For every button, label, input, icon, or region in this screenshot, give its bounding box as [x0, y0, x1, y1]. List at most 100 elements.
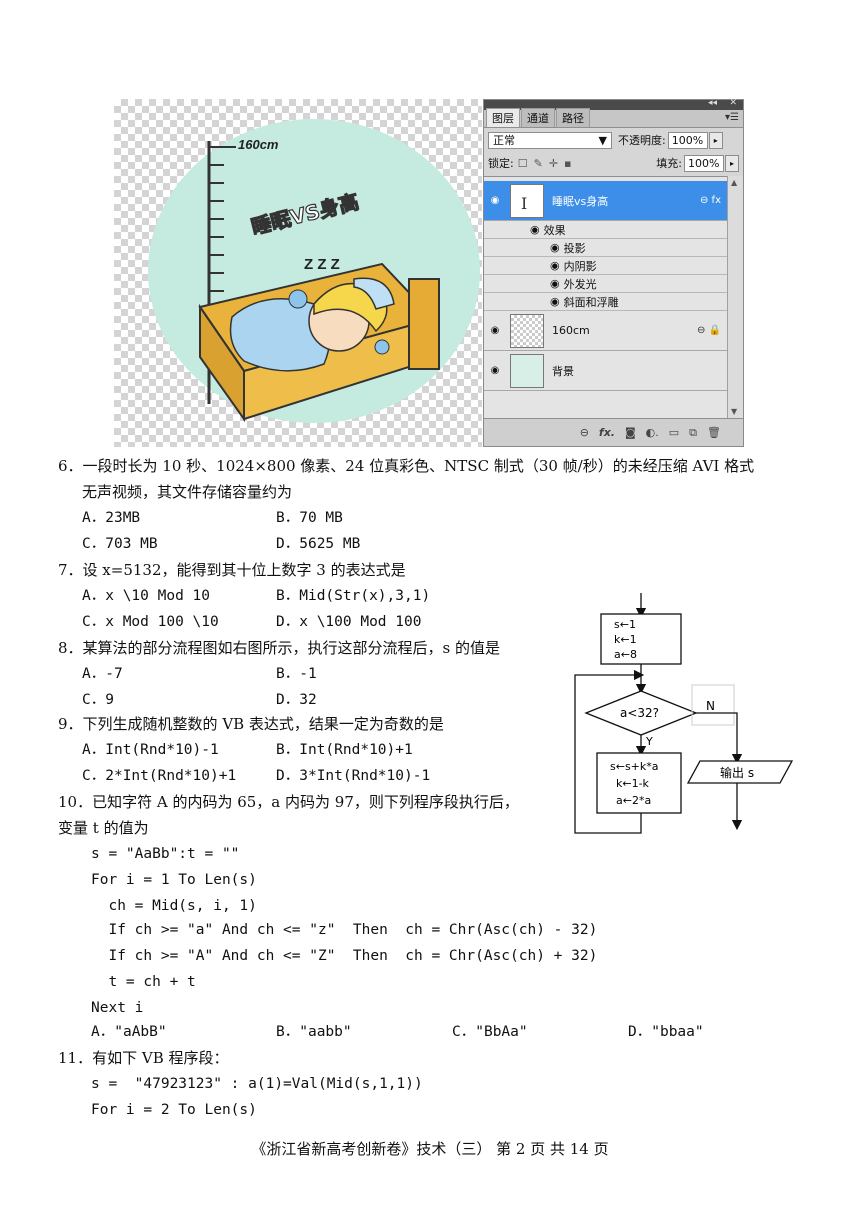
visibility-eye-icon[interactable]: ◉	[490, 365, 500, 376]
effect-row-bevel-emboss[interactable]: ◉ 斜面和浮雕	[484, 293, 727, 311]
scroll-down-icon[interactable]: ▼	[731, 407, 738, 416]
q10-code-line: Next i	[91, 1000, 144, 1016]
layers-list: ◉ I 睡眠vs身高 ⊖ fx ◉ 效果 ◉ 投影 ◉ 内阴影 ◉ 外发	[484, 176, 743, 418]
q10-code-line: t = ch + t	[91, 974, 196, 990]
layer-name: 背景	[552, 364, 574, 378]
q6-stem: 6．一段时长为 10 秒、1024×800 像素、24 位真彩色、NTSC 制式…	[58, 457, 755, 475]
q10-code-line: If ch >= "a" And ch <= "z" Then ch = Chr…	[91, 922, 598, 938]
fx-icon[interactable]: fx.	[598, 426, 615, 439]
effect-name: 外发光	[563, 277, 597, 291]
loop-back-arrow	[574, 669, 645, 834]
yes-label: Y	[645, 735, 653, 748]
layer-thumbnail	[510, 353, 544, 388]
panel-menu-icon[interactable]: ▾☰	[725, 112, 739, 123]
q9-option-d: D．3*Int(Rnd*10)-1	[276, 768, 431, 784]
image-canvas: 160cm 睡眠VS身高 Z Z Z	[114, 99, 482, 447]
lock-all-icon[interactable]: ▪	[564, 156, 572, 170]
blend-mode-select[interactable]: 正常 ▼	[488, 131, 612, 149]
lock-label: 锁定:	[488, 157, 514, 170]
q7-option-a: A．x \10 Mod 10	[82, 588, 210, 604]
panel-tabs: 图层 通道 路径 ▾☰	[484, 108, 743, 128]
q11-code-line: For i = 2 To Len(s)	[91, 1102, 257, 1118]
layer-name: 160cm	[552, 324, 590, 337]
opacity-slider-button[interactable]: ▸	[708, 131, 723, 149]
close-icon[interactable]: ✕	[729, 98, 737, 108]
group-folder-icon[interactable]: ▭	[668, 426, 680, 439]
scroll-up-icon[interactable]: ▲	[731, 178, 738, 187]
visibility-eye-icon[interactable]: ◉	[490, 195, 500, 206]
q10-code-line: For i = 1 To Len(s)	[91, 872, 257, 888]
tab-paths[interactable]: 路径	[556, 108, 590, 127]
q10-stem: 10．已知字符 A 的内码为 65，a 内码为 97，则下列程序段执行后，	[58, 793, 519, 811]
lock-row: 锁定: ☐ ✎ ✛ ▪ 填充: 100% ▸	[484, 152, 743, 174]
q7-option-d: D．x \100 Mod 100	[276, 614, 422, 630]
algorithm-flowchart: s←1 k←1 a←8 a<32? N 输出 s Y s←s+k*a k←1-k…	[574, 593, 794, 834]
no-label: N	[706, 699, 715, 713]
sleep-illustration: 160cm 睡眠VS身高 Z Z Z	[148, 119, 480, 423]
effect-row-drop-shadow[interactable]: ◉ 投影	[484, 239, 727, 257]
opacity-label: 不透明度:	[618, 134, 666, 147]
panel-footer-toolbar: ⊖ fx. ◙ ◐. ▭ ⧉ 🗑	[484, 418, 743, 446]
q10-option-b: B．"aabb"	[276, 1024, 352, 1040]
q7-option-b: B．Mid(Str(x),3,1)	[276, 588, 431, 604]
fill-slider-button[interactable]: ▸	[725, 154, 739, 172]
link-icon[interactable]: ⊖	[579, 426, 589, 439]
effect-eye-icon[interactable]: ◉	[550, 277, 560, 290]
zzz-text: Z Z Z	[304, 256, 340, 273]
effect-eye-icon[interactable]: ◉	[550, 295, 560, 308]
q10-option-c: C．"BbAa"	[452, 1024, 528, 1040]
new-layer-icon[interactable]: ⧉	[689, 425, 698, 439]
layers-scrollbar[interactable]: ▲ ▼	[727, 176, 743, 418]
q10-option-a: A．"aAbB"	[91, 1024, 167, 1040]
q8-option-d: D．32	[276, 692, 317, 708]
opacity-field[interactable]: 100%	[667, 131, 708, 149]
layer-row-background[interactable]: ◉ 背景	[484, 351, 727, 391]
fill-label: 填充:	[656, 157, 682, 170]
body-line-a: a←2*a	[616, 794, 651, 807]
q10-code-line: s = "AaBb":t = ""	[91, 846, 240, 862]
q6-stem-cont: 无声视频，其文件存储容量约为	[82, 483, 293, 501]
collapse-icon[interactable]: ◂◂	[707, 98, 717, 108]
blend-mode-value: 正常	[493, 134, 515, 147]
effect-name: 投影	[563, 241, 586, 255]
adjustment-icon[interactable]: ◐.	[645, 426, 659, 439]
output-text: 输出 s	[720, 765, 754, 780]
layer-fx-icon: ⊖ fx	[700, 195, 721, 206]
svg-text:I: I	[521, 194, 527, 213]
condition-text: a<32?	[620, 706, 659, 720]
q11-stem: 11．有如下 VB 程序段：	[58, 1049, 229, 1067]
init-line-k: k←1	[614, 633, 637, 646]
effect-row-inner-shadow[interactable]: ◉ 内阴影	[484, 257, 727, 275]
trash-icon[interactable]: 🗑	[707, 426, 721, 439]
fill-field[interactable]: 100%	[684, 154, 724, 172]
q8-option-b: B．-1	[276, 666, 317, 682]
lock-brush-icon[interactable]: ✎	[533, 156, 543, 170]
mask-icon[interactable]: ◙	[624, 426, 636, 439]
tab-layers[interactable]: 图层	[486, 108, 520, 127]
blend-row: 正常 ▼ 不透明度: 100% ▸	[484, 128, 743, 152]
photoshop-screenshot-figure: 160cm 睡眠VS身高 Z Z Z ◂◂ ✕ 图层 通道 路径 ▾☰	[114, 98, 744, 447]
effect-eye-icon[interactable]: ◉	[530, 223, 540, 236]
q6-option-a: A．23MB	[82, 510, 141, 526]
q6-option-b: B．70 MB	[276, 510, 343, 526]
visibility-eye-icon[interactable]: ◉	[490, 325, 500, 336]
lock-transparent-icon[interactable]: ☐	[517, 156, 528, 170]
init-box	[600, 613, 682, 665]
effect-eye-icon[interactable]: ◉	[550, 259, 560, 272]
lock-move-icon[interactable]: ✛	[548, 156, 559, 170]
effect-row-outer-glow[interactable]: ◉ 外发光	[484, 275, 727, 293]
panel-titlebar: ◂◂ ✕	[484, 98, 743, 110]
effects-group-row[interactable]: ◉ 效果	[484, 221, 727, 239]
dropdown-arrow-icon: ▼	[598, 133, 607, 147]
q6-option-d: D．5625 MB	[276, 536, 361, 552]
body-line-s: s←s+k*a	[610, 760, 659, 773]
effect-eye-icon[interactable]: ◉	[550, 241, 560, 254]
layer-lock-icon: ⊖ 🔒	[696, 325, 721, 336]
q9-option-b: B．Int(Rnd*10)+1	[276, 742, 413, 758]
layer-row-160cm[interactable]: ◉ 160cm ⊖ 🔒	[484, 311, 727, 351]
layer-name: 睡眠vs身高	[552, 194, 609, 208]
q7-option-c: C．x Mod 100 \10	[82, 614, 219, 630]
tab-channels[interactable]: 通道	[521, 108, 555, 127]
ruler-label: 160cm	[238, 137, 279, 152]
layer-row-sleep-height[interactable]: ◉ I 睡眠vs身高 ⊖ fx	[484, 181, 727, 221]
